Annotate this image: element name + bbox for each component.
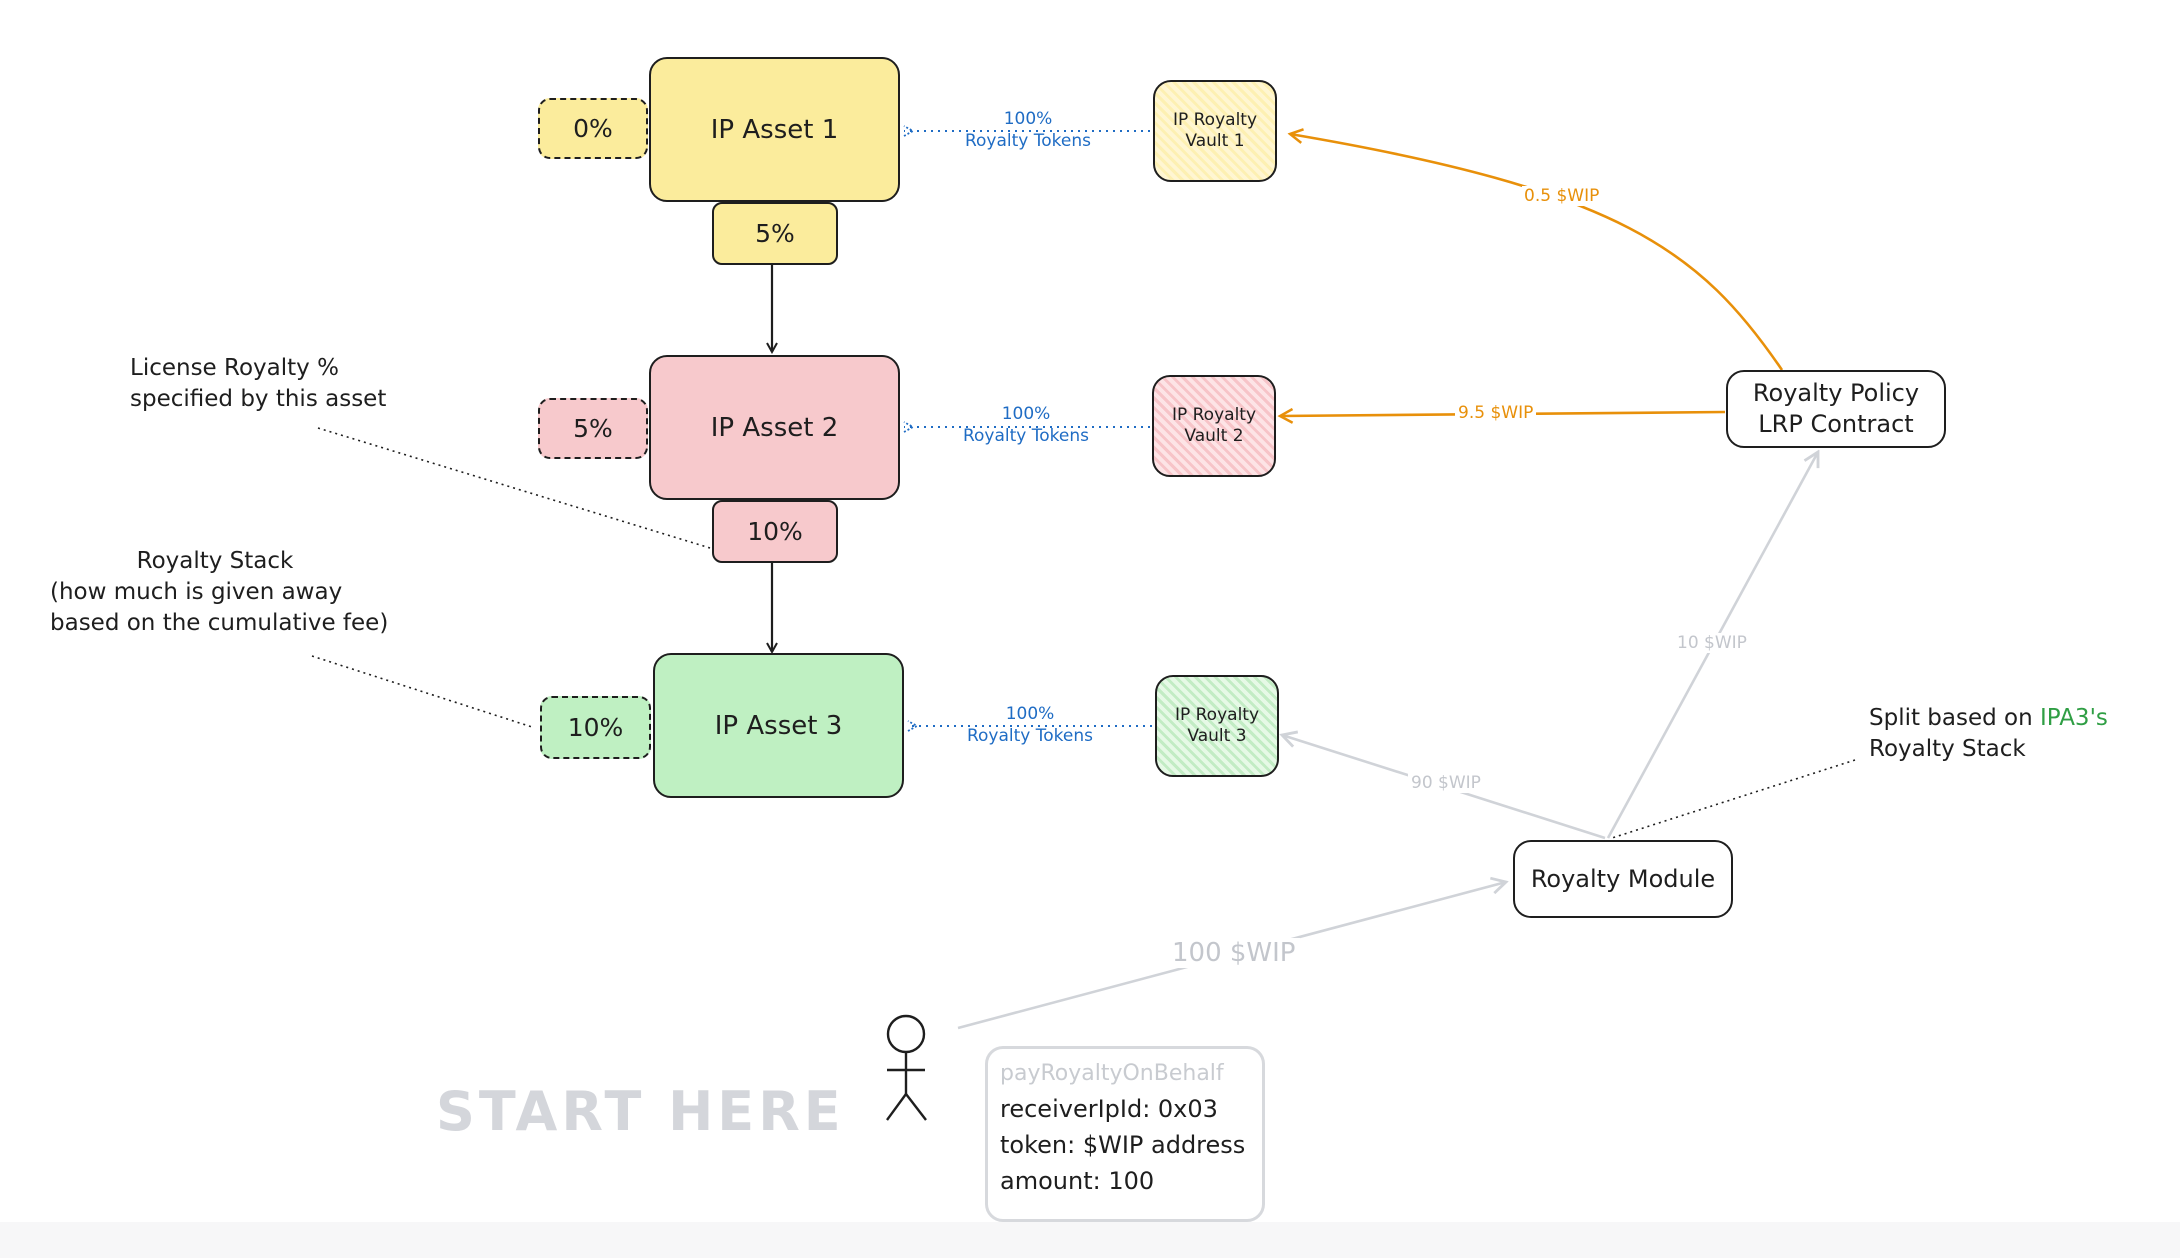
annotation-license-line2: specified by this asset <box>130 386 387 412</box>
annotation-split: Split based on IPA3's Royalty Stack <box>1869 703 2108 765</box>
policy-line2: LRP Contract <box>1758 410 1914 438</box>
flow-label-vault2-text: 9.5 $WIP <box>1458 403 1534 423</box>
annotation-stack-line3: based on the cumulative fee) <box>50 610 389 636</box>
annotation-split-line2: Royalty Stack <box>1869 736 2026 762</box>
leader-royalty-stack <box>311 655 533 728</box>
function-call-box: payRoyaltyOnBehalf receiverIpId: 0x03 to… <box>985 1046 1265 1222</box>
flow-label-module: 100 $WIP <box>1168 938 1300 968</box>
asset2-license-pct-text: 10% <box>747 517 803 546</box>
asset1-license-pct-text: 5% <box>755 219 795 248</box>
bottom-strip <box>0 1222 2180 1258</box>
asset2-stack-pct: 5% <box>538 398 648 459</box>
user-stick-figure <box>886 1014 927 1121</box>
asset3-stack-pct-text: 10% <box>567 713 624 742</box>
vault3-line2: Vault 3 <box>1187 726 1247 746</box>
annotation-split-prefix: Split based on <box>1869 705 2041 731</box>
annotation-stack-line1: Royalty Stack <box>136 548 294 574</box>
token-label-3: 100%Royalty Tokens <box>956 703 1104 747</box>
flow-label-vault1-text: 0.5 $WIP <box>1524 186 1600 206</box>
ip-asset-1-label: IP Asset 1 <box>710 114 839 145</box>
token-label-1-text: Royalty Tokens <box>964 131 1091 151</box>
ip-asset-2[interactable]: IP Asset 2 <box>649 355 900 500</box>
leader-split <box>1611 759 1856 839</box>
ip-asset-3[interactable]: IP Asset 3 <box>653 653 904 798</box>
royalty-module[interactable]: Royalty Module <box>1513 840 1733 918</box>
token-label-1-pct: 100% <box>1003 109 1053 129</box>
ip-asset-3-label: IP Asset 3 <box>714 710 843 741</box>
flow-label-module-text: 100 $WIP <box>1172 938 1296 968</box>
asset3-stack-pct: 10% <box>540 696 651 759</box>
policy-line1: Royalty Policy <box>1752 379 1920 407</box>
annotation-royalty-stack: Royalty Stack (how much is given away ba… <box>50 546 388 639</box>
asset1-stack-pct: 0% <box>538 98 648 159</box>
token-label-3-pct: 100% <box>1005 704 1055 724</box>
start-here-label: START HERE <box>436 1080 845 1143</box>
ip-asset-2-label: IP Asset 2 <box>710 412 839 443</box>
asset2-license-pct: 10% <box>712 500 838 563</box>
annotation-stack-line2: (how much is given away <box>50 579 343 605</box>
flow-label-vault1: 0.5 $WIP <box>1522 186 1602 206</box>
function-arg-receiver: receiverIpId: 0x03 <box>1000 1095 1218 1123</box>
annotation-license-line1: License Royalty % <box>130 355 339 381</box>
token-label-2-pct: 100% <box>1001 404 1051 424</box>
ip-asset-1[interactable]: IP Asset 1 <box>649 57 900 202</box>
flow-label-vault3: 90 $WIP <box>1408 773 1484 793</box>
function-arg-amount: amount: 100 <box>1000 1167 1155 1195</box>
asset2-stack-pct-text: 5% <box>573 414 613 443</box>
function-name: payRoyaltyOnBehalf <box>1000 1061 1224 1086</box>
vault2-line1: IP Royalty <box>1171 405 1257 425</box>
vault3-line1: IP Royalty <box>1174 705 1260 725</box>
asset1-stack-pct-text: 0% <box>573 114 613 143</box>
vault1-line1: IP Royalty <box>1172 110 1258 130</box>
function-arg-token: token: $WIP address <box>1000 1131 1246 1159</box>
token-label-2: 100%Royalty Tokens <box>952 403 1100 447</box>
flow-policy-to-vault1 <box>1290 134 1784 371</box>
annotation-split-highlight: IPA3's <box>2040 705 2108 731</box>
vault2-line2: Vault 2 <box>1184 426 1244 446</box>
token-label-3-text: Royalty Tokens <box>966 726 1093 746</box>
flow-label-policy-text: 10 $WIP <box>1677 633 1747 653</box>
annotation-license-royalty: License Royalty % specified by this asse… <box>130 353 386 415</box>
royalty-module-label: Royalty Module <box>1530 864 1716 893</box>
flow-label-vault2: 9.5 $WIP <box>1455 403 1537 423</box>
token-label-2-text: Royalty Tokens <box>962 426 1089 446</box>
flow-label-vault3-text: 90 $WIP <box>1411 773 1481 793</box>
token-label-1: 100%Royalty Tokens <box>954 108 1102 152</box>
vault1-line2: Vault 1 <box>1185 131 1245 151</box>
asset1-license-pct: 5% <box>712 202 838 265</box>
flow-label-policy: 10 $WIP <box>1674 633 1750 653</box>
leader-license-royalty <box>317 427 711 549</box>
